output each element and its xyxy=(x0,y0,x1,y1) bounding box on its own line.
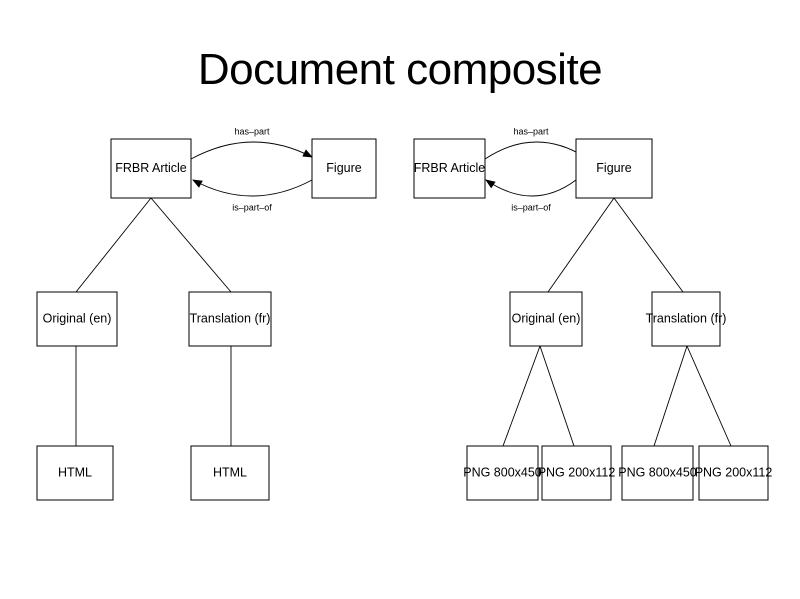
edge-article-translation xyxy=(150,197,232,293)
is-part-of-label: is–part–of xyxy=(232,202,272,212)
node-original-label: Original (en) xyxy=(512,311,581,325)
slide-title: Document composite xyxy=(197,45,603,94)
node-translation-png-small xyxy=(698,445,769,501)
node-original-png-small-label: PNG 200x112 xyxy=(538,465,616,479)
node-original-label: Original (en) xyxy=(43,311,112,325)
node-original-png-large-label: PNG 800x450 xyxy=(463,465,542,479)
node-figure-label: Figure xyxy=(596,161,631,175)
node-figure xyxy=(575,138,653,199)
node-translation xyxy=(651,291,721,347)
node-translation-png-small-label: PNG 200x112 xyxy=(695,465,773,479)
node-frbr-article xyxy=(110,138,192,199)
node-original xyxy=(509,291,583,347)
node-translation-html xyxy=(190,445,270,501)
node-original-png-small xyxy=(541,445,612,501)
edge-translation-png-small xyxy=(686,345,732,447)
is-part-of-arrow xyxy=(485,179,577,197)
edge-original-png-large xyxy=(502,345,541,447)
node-translation-label: Translation (fr) xyxy=(646,311,727,325)
edge-article-original xyxy=(75,197,152,293)
node-translation-png-large xyxy=(621,445,694,501)
is-part-of-arrow xyxy=(192,179,313,197)
right-diagram: has–part is–part–of FRBR Article Figure … xyxy=(413,126,773,501)
node-translation-html-label: HTML xyxy=(213,465,247,479)
node-frbr-article-label: FRBR Article xyxy=(115,161,187,175)
node-translation-png-large-label: PNG 800x450 xyxy=(618,465,697,479)
node-translation xyxy=(188,291,272,347)
node-original xyxy=(36,291,118,347)
node-original-html xyxy=(36,445,114,501)
has-part-label: has–part xyxy=(513,126,549,136)
edge-figure-original xyxy=(547,197,615,293)
left-diagram: has–part is–part–of FRBR Article Figure … xyxy=(36,126,377,501)
node-original-html-label: HTML xyxy=(58,465,92,479)
node-original-png-large xyxy=(466,445,539,501)
node-frbr-article xyxy=(413,138,486,199)
edge-translation-png-large xyxy=(653,345,688,447)
has-part-label: has–part xyxy=(234,126,270,136)
is-part-of-label: is–part–of xyxy=(511,202,551,212)
edge-figure-translation xyxy=(613,197,684,293)
has-part-arrow xyxy=(484,141,586,160)
node-figure-label: Figure xyxy=(326,161,361,175)
node-translation-label: Translation (fr) xyxy=(190,311,271,325)
node-figure xyxy=(311,138,377,199)
has-part-arrow xyxy=(190,141,313,160)
edge-original-png-small xyxy=(539,345,575,447)
node-frbr-article-label: FRBR Article xyxy=(414,161,486,175)
